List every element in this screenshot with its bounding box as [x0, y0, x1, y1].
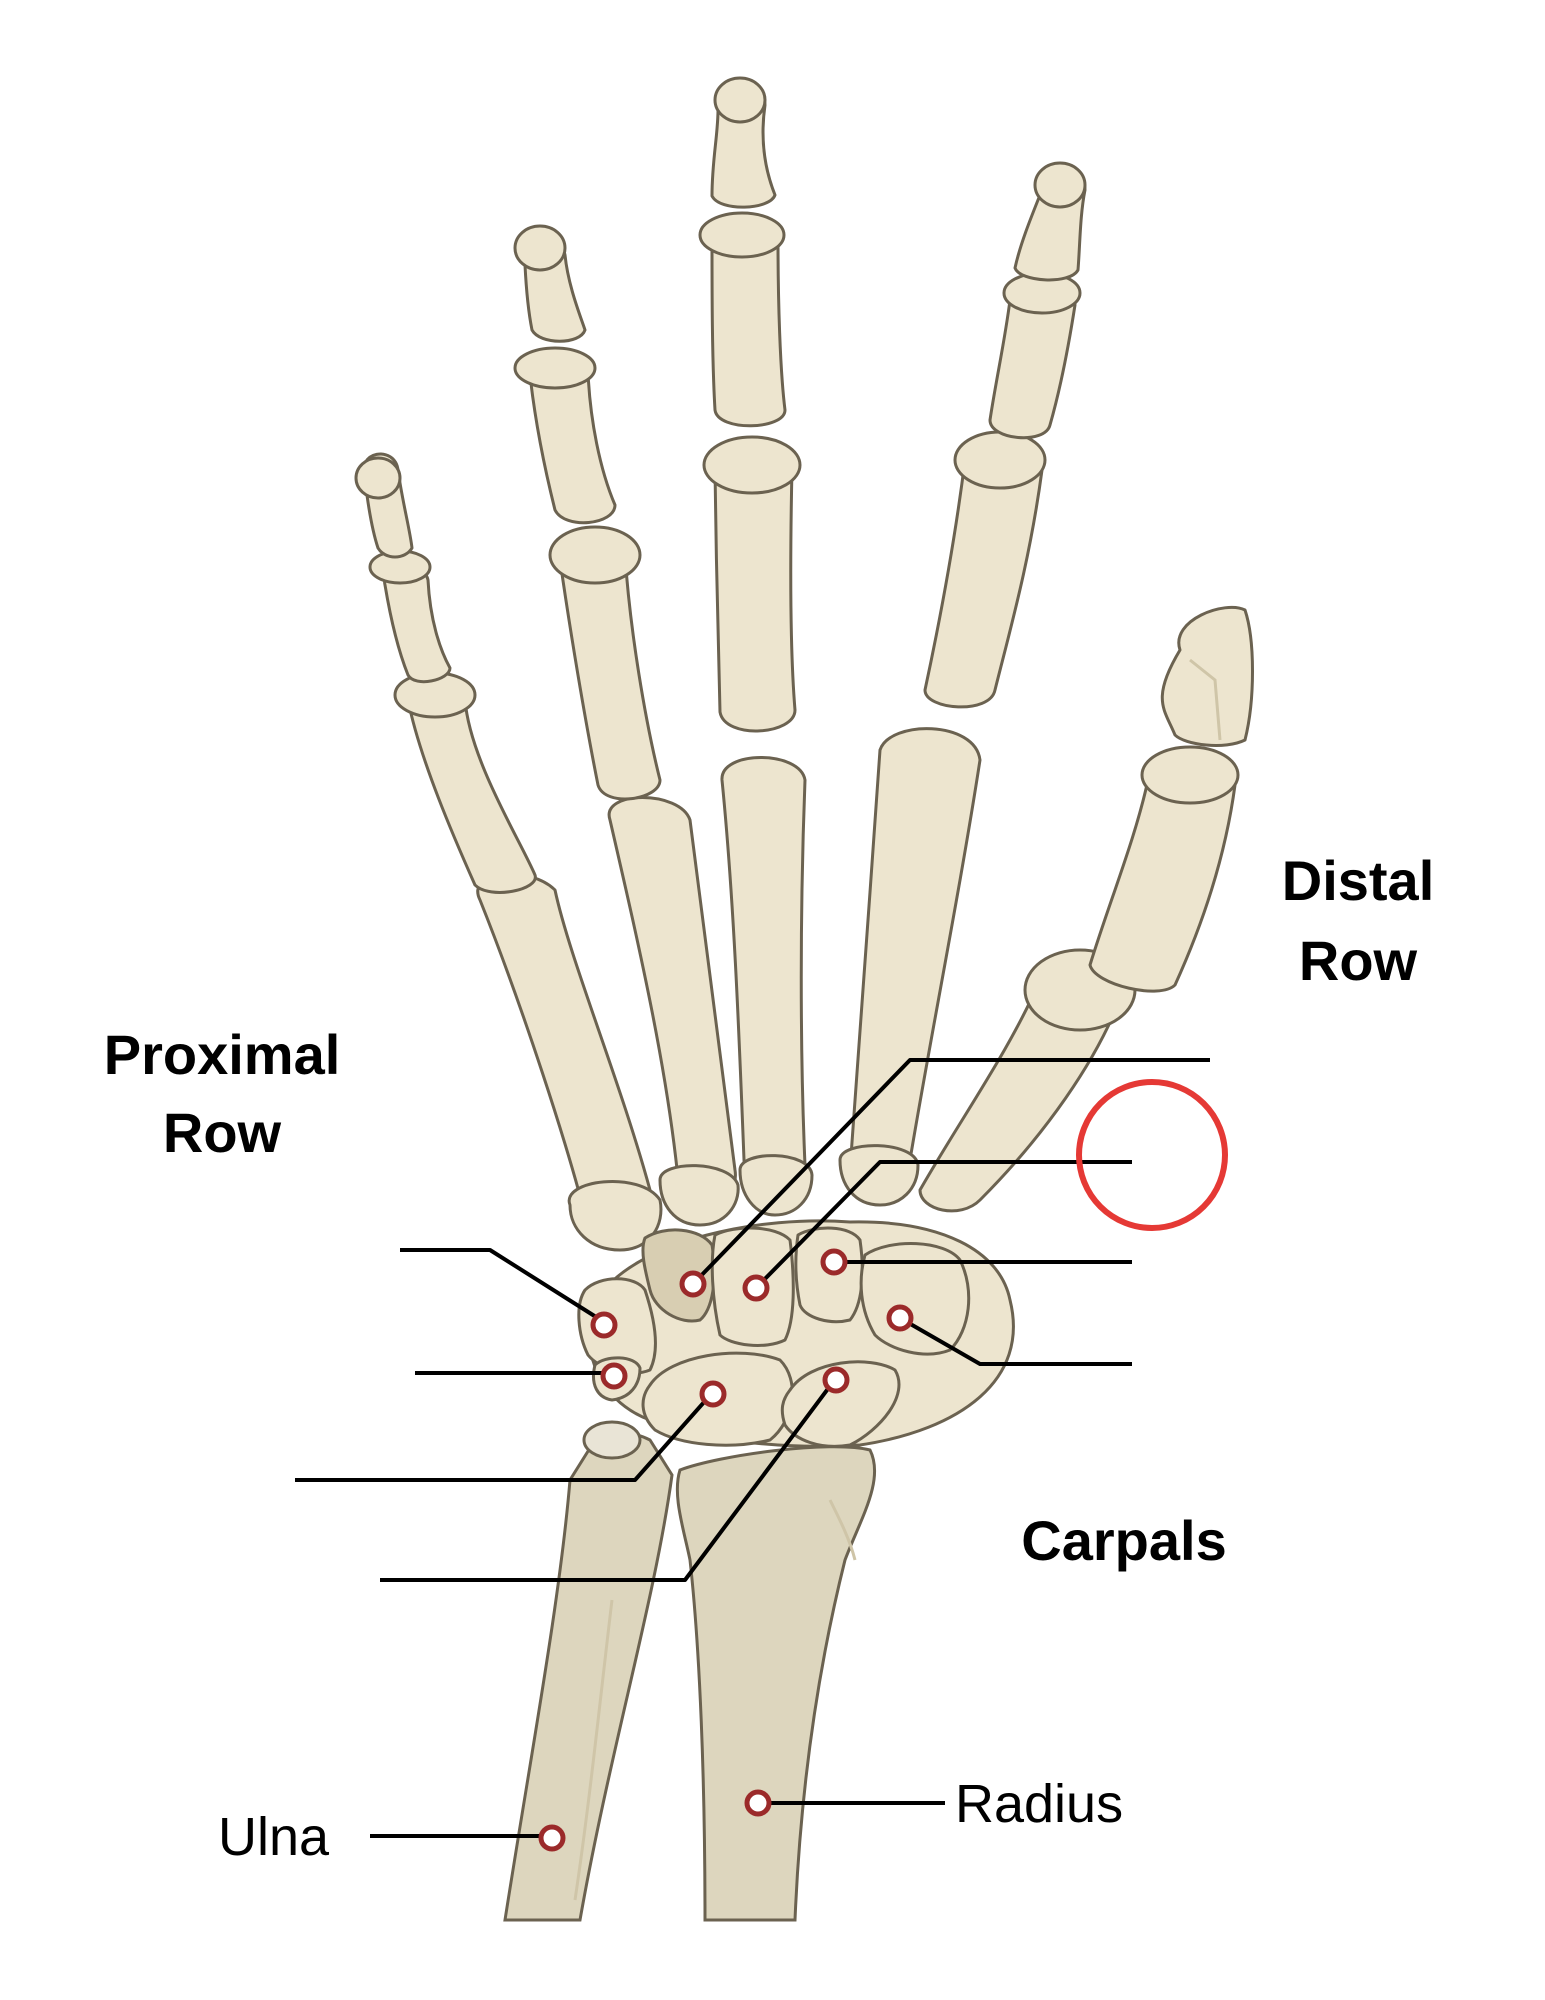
label-proximal-row-2: Row: [163, 1101, 282, 1164]
index-finger: [923, 161, 1087, 709]
ulna-bone: [503, 1420, 674, 1922]
marker-capitate: [742, 1274, 770, 1302]
metacarpal-4: [607, 796, 740, 1227]
carpal-bones: [577, 1219, 1015, 1448]
radius-bone: [675, 1445, 877, 1922]
phalanges: [354, 76, 1254, 993]
label-ulna: Ulna: [218, 1807, 330, 1867]
metacarpal-5: [476, 872, 663, 1252]
label-distal-row-2: Row: [1299, 929, 1418, 992]
text-labels: Distal Row Proximal Row Carpals Ulna Rad…: [104, 849, 1435, 1867]
marker-trapezium: [886, 1304, 914, 1332]
scaphoid: [780, 1360, 901, 1448]
highlight-circle: [1076, 1079, 1228, 1231]
little-finger: [354, 452, 537, 894]
metacarpal-1-thumb: [918, 948, 1137, 1213]
label-carpals: Carpals: [1021, 1509, 1226, 1572]
bone-markers: [538, 1248, 914, 1852]
label-distal-row-1: Distal: [1282, 849, 1435, 912]
metacarpal-3: [720, 756, 814, 1217]
trapezoid: [794, 1226, 864, 1324]
metacarpals: [476, 727, 1137, 1252]
marker-ulna: [538, 1824, 566, 1852]
label-proximal-row-1: Proximal: [104, 1023, 341, 1086]
marker-trapezoid: [820, 1248, 848, 1276]
thumb: [1088, 605, 1254, 993]
ring-finger: [513, 224, 662, 801]
trapezium: [859, 1242, 971, 1356]
leader-lines: [295, 1058, 1210, 1838]
marker-scaphoid: [822, 1366, 850, 1394]
marker-pisiform: [600, 1362, 628, 1390]
middle-finger: [698, 76, 802, 733]
marker-radius: [744, 1789, 772, 1817]
marker-hamate: [679, 1270, 707, 1298]
marker-triquetrum: [590, 1311, 618, 1339]
hamate: [641, 1228, 716, 1323]
label-radius: Radius: [955, 1774, 1123, 1834]
marker-lunate: [699, 1380, 727, 1408]
